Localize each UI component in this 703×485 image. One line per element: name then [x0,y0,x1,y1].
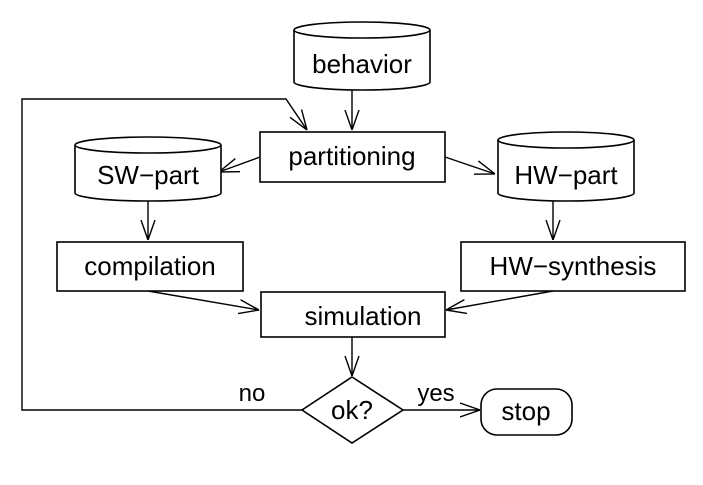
node-partitioning-label: partitioning [288,141,415,171]
node-ok-label: ok? [331,395,373,425]
node-hw-part-label: HW−part [514,160,618,190]
node-compilation: compilation [56,241,244,292]
node-simulation: simulation [260,291,446,338]
edge-partitioning-to-sw-part [219,156,261,172]
edge-label-yes: yes [417,380,454,407]
edge-label-no: no [239,380,266,407]
node-simulation-label: simulation [304,301,421,331]
node-behavior: behavior [293,21,431,91]
node-hw-synthesis-label: HW−synthesis [490,251,657,281]
node-stop-label: stop [501,396,550,426]
node-stop: stop [480,388,573,436]
node-sw-part-label: SW−part [97,160,200,190]
node-hw-part: HW−part [497,131,635,202]
edge-ok-no-loop-to-partitioning [21,98,307,411]
node-ok-decision: ok? [300,376,405,444]
edge-hw-synthesis-to-simulation [446,290,554,310]
node-behavior-label: behavior [312,49,412,79]
node-compilation-label: compilation [84,251,216,281]
node-partitioning: partitioning [259,131,446,183]
node-sw-part: SW−part [74,136,222,202]
edge-partitioning-to-hw-part [444,156,495,174]
edge-compilation-to-simulation [147,290,259,310]
node-hw-synthesis: HW−synthesis [460,241,686,292]
edges [21,90,554,411]
